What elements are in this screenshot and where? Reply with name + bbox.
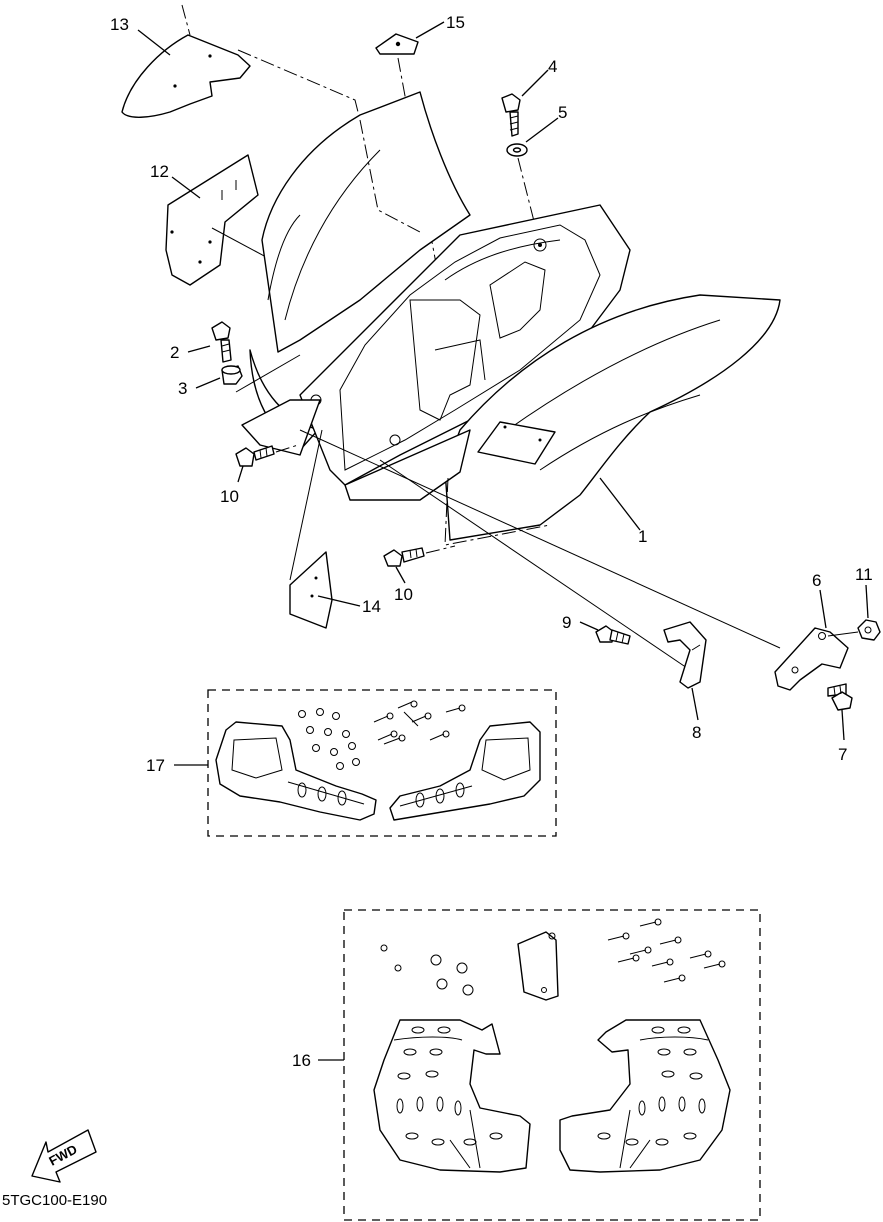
callout-11: 11	[855, 565, 873, 584]
leader-2	[187, 345, 211, 353]
part-15-cap	[375, 33, 419, 55]
callout-16: 16	[292, 1051, 311, 1070]
callout-12: 12	[150, 162, 169, 181]
callout-8: 8	[692, 723, 701, 742]
part-12-decal	[165, 154, 259, 286]
leader-14	[317, 595, 361, 607]
ref-line-10-upper	[275, 444, 299, 453]
callout-4: 4	[548, 57, 557, 76]
ref-line-11	[827, 631, 859, 637]
part-8-bracket	[663, 621, 707, 689]
leader-6	[819, 589, 827, 629]
part-4-bolt	[501, 93, 521, 137]
part-3-collar	[221, 365, 243, 385]
part-6-bracket	[774, 627, 849, 691]
ref-line-13	[181, 4, 361, 121]
leader-10-upper	[237, 465, 244, 483]
callout-5: 5	[558, 103, 567, 122]
diagram-code: 5TGC100-E190	[2, 1192, 107, 1209]
callout-13: 13	[110, 15, 129, 34]
ref-line-14	[289, 429, 323, 581]
leader-7	[841, 709, 845, 741]
callout-17: 17	[146, 756, 165, 775]
callout-15: 15	[446, 13, 465, 32]
kit-16-plate	[517, 931, 559, 1001]
part-7-bolt	[827, 683, 853, 711]
leader-3	[195, 377, 221, 389]
callout-10-lower: 10	[394, 585, 413, 604]
part-5-washer	[506, 143, 528, 157]
leader-1	[599, 477, 641, 531]
kit-17-hardware	[298, 700, 466, 770]
part-10-bolt-lower	[383, 547, 425, 567]
ref-line-body-b	[444, 477, 551, 546]
callout-2: 2	[170, 343, 179, 362]
part-11-nut	[857, 619, 881, 641]
leader-13	[137, 29, 171, 56]
ref-line-body-a	[359, 119, 421, 233]
leader-12	[171, 176, 201, 199]
leader-5	[525, 117, 559, 143]
kit-17-footrest-left	[215, 721, 377, 821]
ref-line-4-5	[517, 157, 541, 246]
leader-8	[691, 687, 699, 721]
kit-17-footrest-right	[389, 721, 541, 821]
kit-16-footrest-left	[373, 1019, 531, 1173]
ref-line-10-lower	[425, 545, 456, 554]
callout-6: 6	[812, 571, 821, 590]
part-14-decal	[289, 551, 333, 629]
callout-7: 7	[838, 745, 847, 764]
ref-line-12	[211, 227, 269, 259]
kit-16-hardware	[380, 918, 726, 996]
callout-10-upper: 10	[220, 487, 239, 506]
leader-10-lower	[395, 566, 406, 584]
callout-3: 3	[178, 379, 187, 398]
part-13-decal	[121, 34, 251, 118]
leader-4	[521, 69, 549, 97]
part-2-bolt	[211, 321, 232, 363]
callout-9: 9	[562, 613, 571, 632]
leader-9	[579, 621, 599, 631]
ref-line-body-d	[379, 459, 691, 671]
leader-11	[865, 584, 869, 619]
ref-line-3	[235, 354, 301, 393]
part-1-rear-fender	[241, 91, 781, 541]
ref-line-body-c	[299, 429, 781, 649]
callout-1: 1	[638, 527, 647, 546]
fwd-arrow-icon: FWD	[31, 1129, 97, 1183]
callout-14: 14	[362, 597, 381, 616]
part-9-bolt	[595, 625, 631, 645]
leader-15	[415, 21, 445, 39]
kit-17-box	[207, 689, 557, 837]
kit-16-footrest-right	[559, 1019, 731, 1173]
part-10-bolt-upper	[235, 445, 275, 467]
